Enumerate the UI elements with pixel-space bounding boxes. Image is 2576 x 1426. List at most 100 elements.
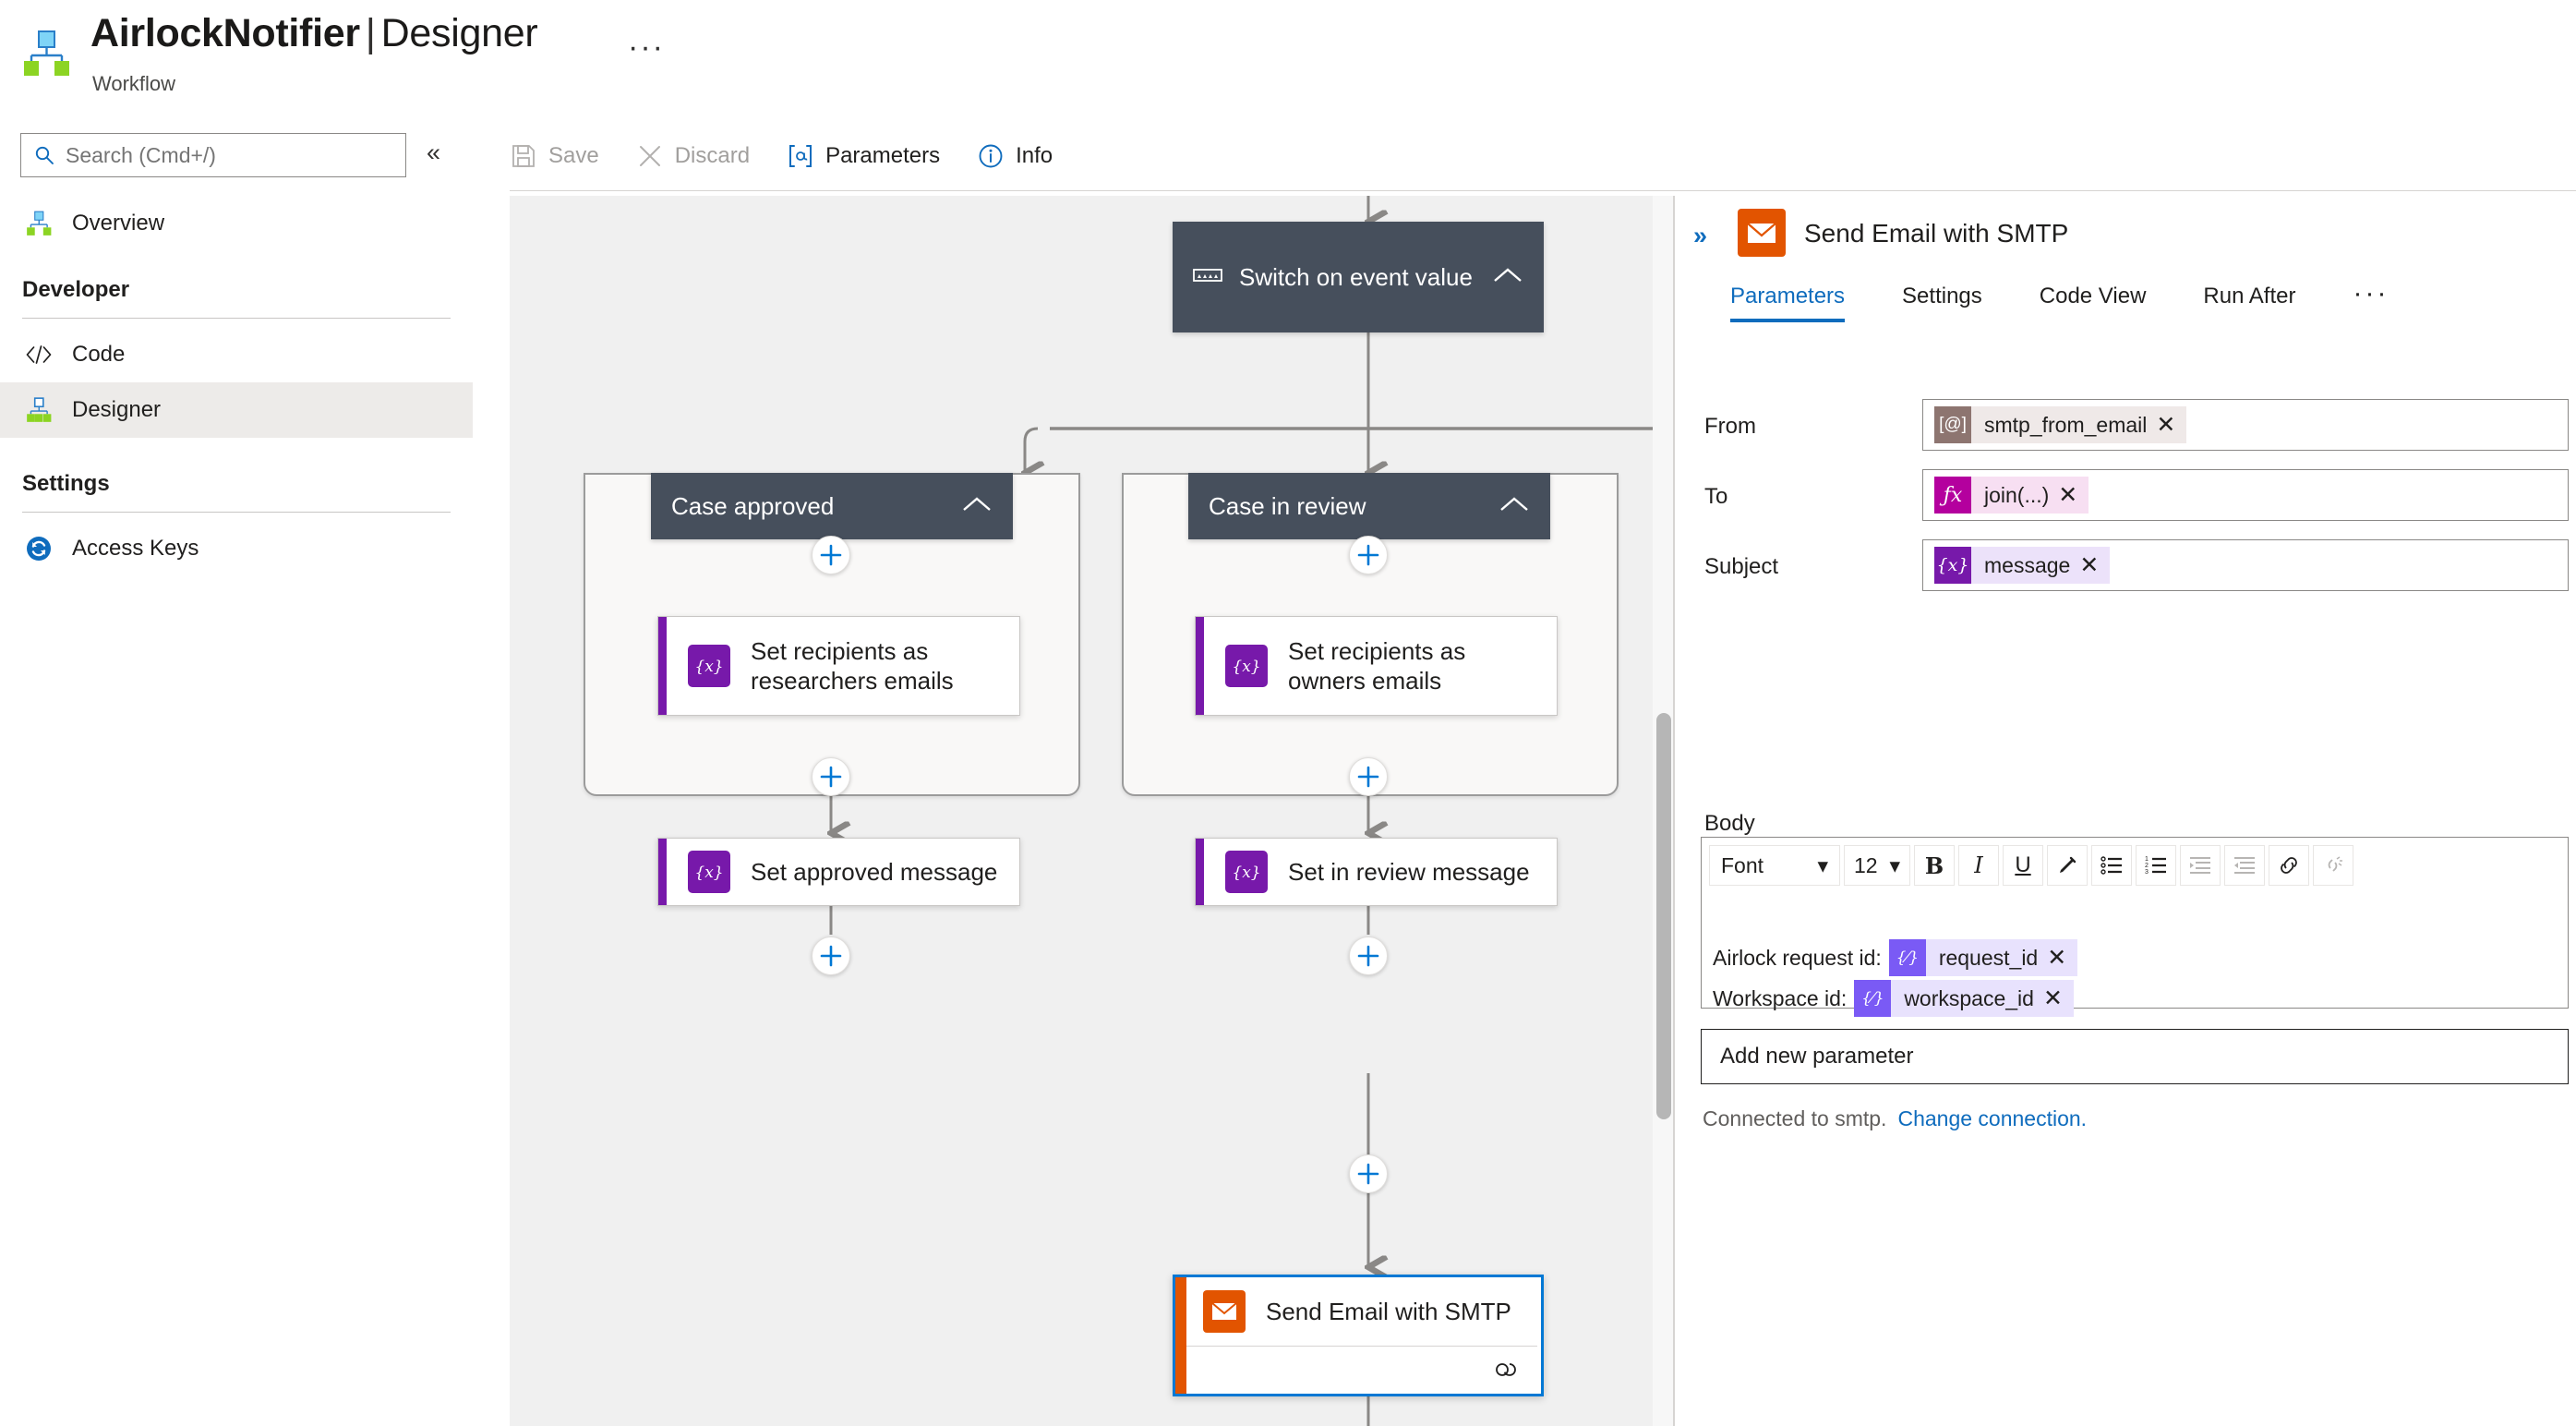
- unlink-icon[interactable]: [2313, 845, 2353, 886]
- variable-token-chip[interactable]: {⁄} workspace_id ✕: [1854, 980, 2074, 1017]
- add-step-button[interactable]: [1349, 536, 1388, 574]
- email-envelope-icon: [1203, 1290, 1246, 1333]
- bullet-list-icon[interactable]: [2091, 845, 2132, 886]
- chevron-up-icon[interactable]: [1492, 265, 1523, 290]
- send-email-node-header: Send Email with SMTP: [1175, 1277, 1541, 1346]
- parameter-token-icon: [@]: [1934, 406, 1971, 443]
- code-brackets-icon: [22, 344, 55, 366]
- remove-token-icon[interactable]: ✕: [2047, 945, 2067, 971]
- indent-increase-icon[interactable]: [2180, 845, 2221, 886]
- action-node-label: Set recipients as researchers emails: [751, 636, 954, 695]
- tab-run-after[interactable]: Run After: [2203, 284, 2296, 308]
- canvas-scrollbar-thumb[interactable]: [1656, 713, 1671, 1119]
- chevron-up-icon[interactable]: [1499, 494, 1530, 519]
- sidebar-collapse-button[interactable]: «: [427, 139, 441, 166]
- case-node-in-review[interactable]: Case in review: [1188, 473, 1550, 539]
- action-node[interactable]: {x} Set recipients as owners emails: [1195, 616, 1558, 716]
- add-new-parameter-button[interactable]: Add new parameter: [1701, 1029, 2569, 1084]
- body-text: Workspace id:: [1713, 985, 1848, 1010]
- search-box[interactable]: [20, 133, 406, 177]
- highlighter-pen-icon[interactable]: [2047, 845, 2088, 886]
- remove-token-icon[interactable]: ✕: [2156, 412, 2176, 438]
- font-size-select[interactable]: 12 ▾: [1844, 845, 1910, 886]
- chevron-up-icon[interactable]: [961, 494, 993, 519]
- subject-input[interactable]: {x} message ✕: [1922, 539, 2569, 591]
- workflow-connectors: [510, 196, 1653, 1426]
- search-icon: [34, 145, 54, 165]
- variable-token-chip[interactable]: {⁄} request_id ✕: [1888, 939, 2078, 976]
- connection-status-row: Connected to smtp.Change connection.: [1703, 1106, 2087, 1131]
- sidebar-item-access-keys[interactable]: Access Keys: [0, 521, 473, 576]
- tabs-overflow-menu[interactable]: ···: [2353, 278, 2389, 308]
- action-node[interactable]: {x} Set recipients as researchers emails: [657, 616, 1020, 716]
- action-node-label: Set in review message: [1288, 857, 1530, 886]
- variable-braces-icon: {x}: [1225, 645, 1268, 687]
- sidebar-divider: [22, 512, 451, 513]
- svg-text:{x}: {x}: [694, 864, 723, 882]
- tab-parameters[interactable]: Parameters: [1730, 284, 1846, 322]
- node-accent-bar: [1196, 617, 1204, 715]
- send-email-node-label: Send Email with SMTP: [1266, 1297, 1511, 1325]
- info-button[interactable]: Info: [977, 122, 1053, 190]
- sidebar-item-designer[interactable]: Designer: [0, 382, 473, 438]
- svg-text:3: 3: [2145, 869, 2149, 876]
- node-accent-bar: [658, 617, 667, 715]
- body-content[interactable]: Airlock request id: {⁄} request_id ✕ Wor…: [1713, 937, 2558, 1019]
- remove-token-icon[interactable]: ✕: [2079, 552, 2100, 578]
- panel-expand-button[interactable]: »: [1693, 222, 1708, 249]
- workflow-canvas[interactable]: Switch on event value Case approved {x} …: [510, 196, 1653, 1426]
- underline-button[interactable]: U: [2003, 845, 2043, 886]
- action-node[interactable]: {x} Set approved message: [657, 838, 1020, 906]
- header-overflow-menu[interactable]: ···: [628, 30, 665, 65]
- variable-token-chip[interactable]: {x} message ✕: [1934, 547, 2111, 584]
- indent-decrease-icon[interactable]: [2224, 845, 2265, 886]
- italic-button[interactable]: I: [1958, 845, 1999, 886]
- svg-text:{x}: {x}: [694, 658, 723, 676]
- svg-text:{x}: {x}: [1232, 864, 1260, 882]
- function-token-chip[interactable]: ƒx join(...) ✕: [1934, 477, 2089, 514]
- add-step-button[interactable]: [1349, 757, 1388, 796]
- bold-button[interactable]: B: [1914, 845, 1955, 886]
- token-text: workspace_id: [1904, 985, 2034, 1010]
- body-line: Workspace id: {⁄} workspace_id ✕: [1713, 978, 2558, 1019]
- sidebar-item-overview[interactable]: Overview: [0, 196, 473, 251]
- add-step-button[interactable]: [812, 536, 850, 574]
- to-input[interactable]: ƒx join(...) ✕: [1922, 469, 2569, 521]
- tab-code-view[interactable]: Code View: [2039, 284, 2147, 308]
- sidebar-item-label: Overview: [72, 211, 165, 236]
- change-connection-link[interactable]: Change connection.: [1897, 1106, 2088, 1130]
- body-label: Body: [1704, 811, 1755, 836]
- add-step-button[interactable]: [1349, 1154, 1388, 1193]
- search-input[interactable]: [66, 142, 370, 168]
- from-input[interactable]: [@] smtp_from_email ✕: [1922, 399, 2569, 451]
- node-accent-bar: [658, 839, 667, 905]
- parameter-token-chip[interactable]: [@] smtp_from_email ✕: [1934, 406, 2187, 443]
- workflow-logo-icon: [22, 210, 55, 237]
- add-step-button[interactable]: [1349, 937, 1388, 975]
- tab-settings[interactable]: Settings: [1902, 284, 1982, 308]
- field-subject: Subject {x} message ✕: [1675, 539, 2576, 598]
- add-step-button[interactable]: [812, 757, 850, 796]
- canvas-scrollbar[interactable]: [1653, 196, 1675, 1426]
- discard-button[interactable]: Discard: [636, 122, 750, 190]
- save-button[interactable]: Save: [510, 122, 599, 190]
- send-email-node-selected[interactable]: Send Email with SMTP: [1173, 1275, 1544, 1396]
- remove-token-icon[interactable]: ✕: [2042, 985, 2063, 1011]
- node-divider: [1179, 1346, 1537, 1347]
- page-title-main: AirlockNotifier: [90, 11, 360, 55]
- token-text: message: [1984, 552, 2071, 577]
- parameters-button[interactable]: Parameters: [787, 122, 940, 190]
- font-family-select[interactable]: Font ▾: [1709, 845, 1840, 886]
- font-size-value: 12: [1854, 852, 1878, 877]
- case-node-approved[interactable]: Case approved: [651, 473, 1013, 539]
- remove-token-icon[interactable]: ✕: [2058, 482, 2078, 508]
- link-connection-icon[interactable]: [1489, 1358, 1521, 1386]
- sidebar-item-code[interactable]: Code: [0, 327, 473, 382]
- link-icon[interactable]: [2269, 845, 2309, 886]
- switch-node[interactable]: Switch on event value: [1173, 222, 1544, 332]
- field-from: From [@] smtp_from_email ✕: [1675, 399, 2576, 458]
- add-step-button[interactable]: [812, 937, 850, 975]
- action-node[interactable]: {x} Set in review message: [1195, 838, 1558, 906]
